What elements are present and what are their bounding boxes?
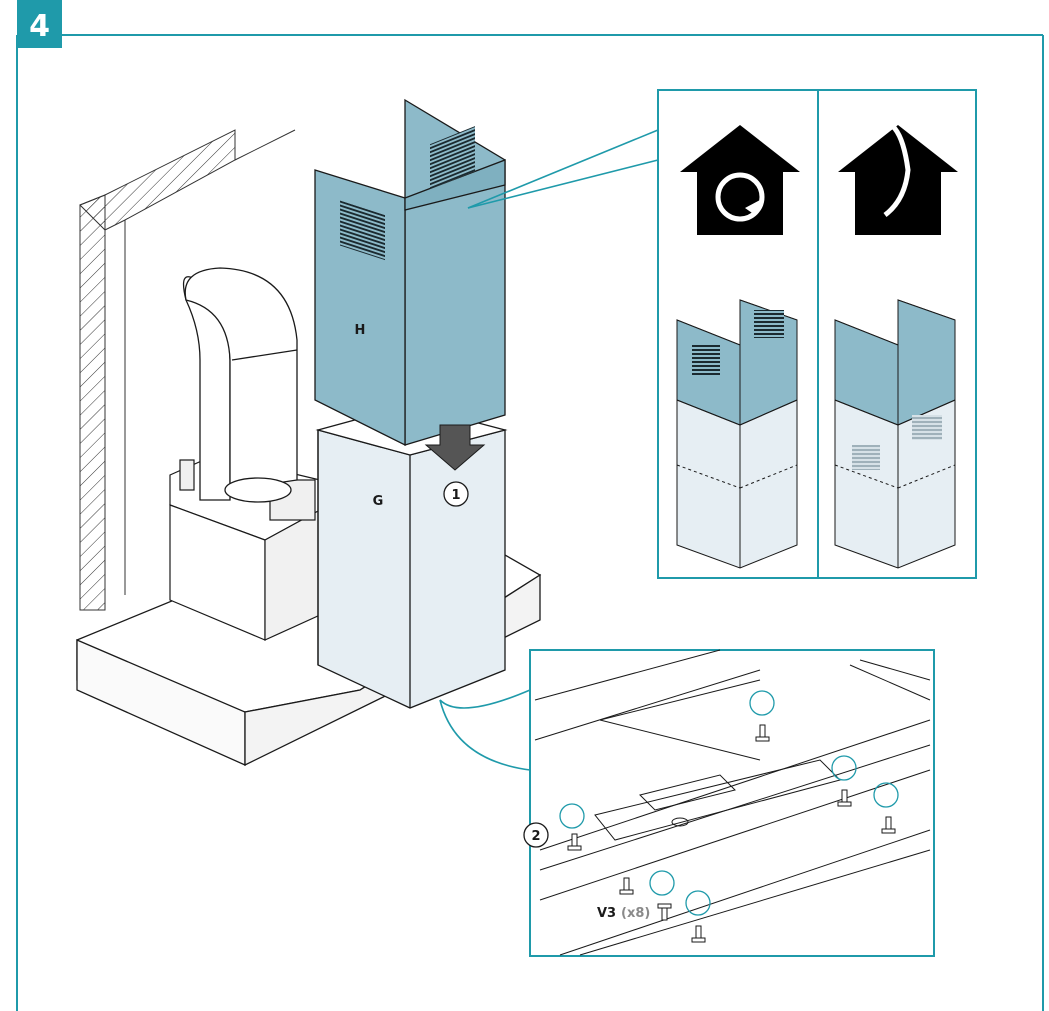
mini-chimney-extraction	[834, 299, 956, 569]
house-extraction-icon	[838, 112, 958, 235]
screw-markers	[559, 690, 899, 916]
svg-text:2: 2	[531, 829, 540, 844]
leader-lines-top	[467, 129, 659, 209]
ventilation-mode-panel	[657, 89, 977, 579]
upper-chimney	[314, 98, 506, 447]
leader-lines-bottom	[439, 689, 531, 771]
part-label-g: G	[373, 494, 384, 509]
wall	[79, 129, 296, 611]
svg-text:1: 1	[451, 488, 460, 503]
mini-chimney-recirculation	[676, 299, 798, 569]
part-label-h: H	[355, 323, 366, 338]
screw-icons	[567, 724, 896, 943]
callout-1: 1	[443, 481, 469, 507]
screw-detail-panel: 2 V3 (x8)	[523, 649, 935, 957]
screw-quantity: (x8)	[621, 906, 650, 921]
step-badge: 4	[17, 0, 62, 48]
house-recirculation-icon	[680, 125, 800, 235]
screw-code: V3	[597, 906, 616, 921]
step-number: 4	[29, 9, 50, 44]
down-arrow-icon	[424, 424, 486, 471]
exhaust-duct	[182, 267, 298, 503]
step-frame	[16, 34, 1044, 1011]
callout-2: 2	[523, 822, 549, 848]
